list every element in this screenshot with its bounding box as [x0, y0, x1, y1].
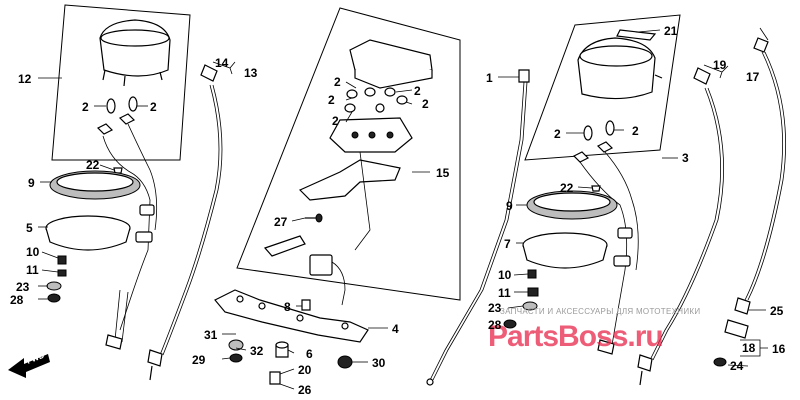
callout-28b: 28 [488, 318, 502, 332]
callout-14: 14 [215, 56, 229, 70]
callout-32: 32 [250, 344, 264, 358]
part-11 [57, 269, 67, 277]
socket-left-a [96, 123, 114, 135]
center-lower-stay-group [214, 289, 369, 385]
callout-9b: 9 [506, 199, 513, 213]
callout-23a: 23 [16, 280, 30, 294]
callout-8: 8 [284, 300, 291, 314]
callout-16: 16 [772, 342, 786, 356]
callout-22a: 22 [86, 158, 100, 172]
callout-11a: 11 [26, 263, 39, 277]
callout-28a: 28 [10, 293, 24, 307]
left-meter-body [99, 19, 171, 77]
callout-7: 7 [504, 237, 511, 251]
center-cable-group [426, 69, 530, 386]
callout-20: 20 [298, 363, 312, 377]
watermark: ЗАПЧАСТИ И АКСЕССУАРЫ ДЛЯ МОТОТЕХНИКИ Pa… [488, 307, 700, 353]
callout-15: 15 [436, 166, 450, 180]
part-10 [57, 255, 67, 265]
part-23 [46, 281, 62, 291]
callout-23b: 23 [488, 301, 502, 315]
meter-bracket [298, 159, 401, 201]
callout-3: 3 [682, 151, 689, 165]
callout-2b: 2 [150, 100, 157, 114]
bulb-left-a [106, 98, 116, 114]
callout-10b: 10 [498, 268, 512, 282]
callout-2h: 2 [554, 127, 561, 141]
callout-numbers: 12 2 2 22 9 5 10 11 23 28 14 13 2 2 2 2 … [10, 24, 786, 397]
callout-2i: 2 [632, 124, 639, 138]
callout-17: 17 [746, 70, 760, 84]
callout-2g: 2 [332, 114, 339, 128]
callout-25: 25 [770, 304, 784, 318]
callout-2e: 2 [414, 84, 421, 98]
watermark-subtitle: ЗАПЧАСТИ И АКСЕССУАРЫ ДЛЯ МОТОТЕХНИКИ [500, 307, 700, 316]
watermark-brand: PartsBoss.ru [488, 320, 663, 353]
callout-2c: 2 [334, 75, 341, 89]
center-bracket-assembly-group [236, 7, 461, 306]
callout-10a: 10 [26, 245, 40, 259]
callout-18: 18 [742, 341, 756, 355]
bulb-left-b [128, 96, 138, 112]
callout-24: 24 [730, 359, 744, 373]
left-cable-end [200, 64, 218, 82]
fwd-arrow-icon: FWD [8, 351, 50, 378]
callout-31: 31 [204, 328, 218, 342]
callout-11b: 11 [498, 286, 511, 300]
right-assembly-frame [524, 14, 681, 161]
callout-5: 5 [26, 221, 33, 235]
callout-9a: 9 [28, 176, 35, 190]
callout-22b: 22 [560, 181, 574, 195]
center-assembly-frame [236, 7, 461, 301]
lower-stay [214, 289, 369, 343]
callout-21: 21 [664, 24, 678, 38]
left-meter-top [100, 29, 170, 47]
callout-12: 12 [18, 72, 32, 86]
cable-1-end [518, 69, 530, 83]
callout-29: 29 [192, 353, 206, 367]
left-meter-assembly-group [45, 4, 223, 381]
callout-13: 13 [244, 66, 258, 80]
callout-1: 1 [486, 71, 493, 85]
callout-26: 26 [298, 383, 312, 397]
part-28 [47, 293, 61, 303]
callout-19: 19 [713, 58, 727, 72]
callout-2d: 2 [328, 93, 335, 107]
callout-30: 30 [372, 356, 386, 370]
callout-6: 6 [306, 347, 313, 361]
callout-2a: 2 [82, 100, 89, 114]
right-meter-assembly-group [503, 14, 787, 386]
socket-left-b [118, 113, 136, 125]
connector-block [309, 254, 333, 276]
leader-lines [38, 27, 769, 390]
callout-4: 4 [392, 322, 399, 336]
left-assembly-frame [51, 4, 191, 161]
callout-27: 27 [274, 215, 288, 229]
callout-2f: 2 [422, 97, 429, 111]
